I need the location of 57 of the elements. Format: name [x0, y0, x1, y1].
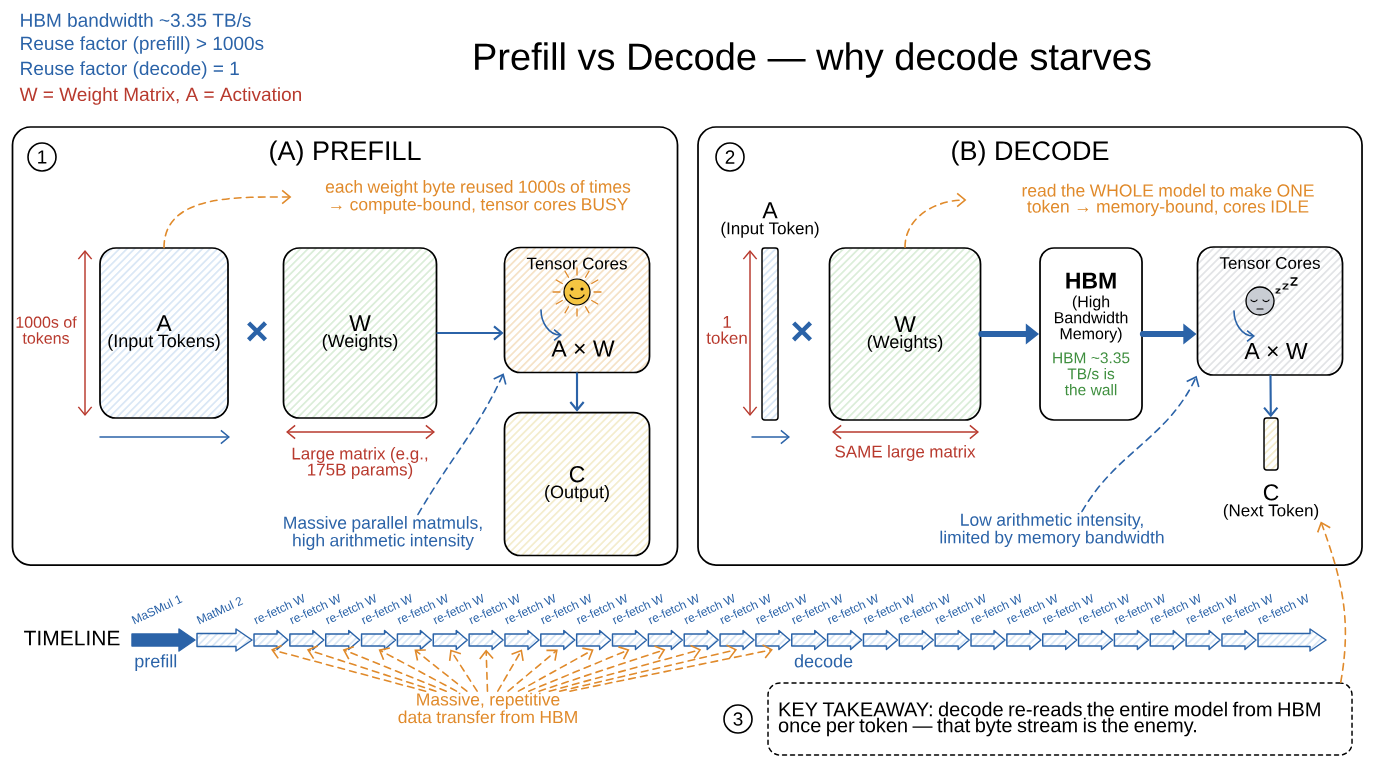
arrow — [1316, 521, 1347, 684]
matrix-box: W (Weights) — [828, 247, 982, 421]
arrow — [306, 645, 437, 692]
matrix-box: A (Input Tokens) — [99, 247, 229, 419]
arrow — [569, 644, 773, 692]
step-number: 1 — [27, 142, 57, 172]
node-label: Tensor Cores — [1219, 256, 1320, 270]
block-label: prefill — [135, 654, 177, 672]
arrow — [378, 647, 458, 692]
note-text: HBM bandwidth ~3.35 TB/s — [21, 13, 251, 27]
arrow — [436, 325, 504, 341]
title: Prefill vs Decode — why decode starves — [475, 42, 1151, 78]
annotation: read the WHOLE model to make ONE token → memory-bound, cores IDLE — [1022, 183, 1314, 217]
node-label: Tensor Cores — [526, 257, 627, 270]
tensor-core-box: Tensor Cores A × W — [1196, 246, 1344, 376]
arrow — [507, 649, 558, 692]
note-text: Reuse factor (prefill) > 1000s — [21, 36, 264, 54]
annotation: Massive parallel matmuls, high arithmetic intensity — [284, 516, 482, 550]
step-number: 2 — [715, 142, 745, 172]
arrow — [517, 647, 594, 692]
annotation: each weight byte reused 1000s of times → compute-bound, tensor cores BUSY — [325, 180, 631, 214]
node-label: A × W — [1244, 343, 1308, 359]
note-text: W = Weight Matrix, A = Activation — [19, 87, 301, 105]
note-text: Reuse factor (decode) = 1 — [21, 61, 239, 79]
arrow — [548, 644, 702, 692]
vector-label: C (Next Token) — [1223, 484, 1319, 520]
arrow — [478, 649, 494, 692]
arrow — [1263, 374, 1279, 418]
multiply-sign: × — [792, 321, 812, 342]
arrow — [414, 649, 468, 692]
block-label: decode — [794, 654, 853, 668]
dimension-label: Large matrix (e.g., 175B params) — [292, 447, 428, 479]
memory-box: HBM (High Bandwidth Memory) HBM ~3.35 TB/s is the wall — [1039, 247, 1143, 421]
arrow — [1081, 375, 1200, 513]
arrow — [496, 649, 524, 692]
takeaway-box: KEY TAKEAWAY: decode re-reads the entire model from HBM once per token — that byte stream is the enemy. — [767, 682, 1353, 756]
arrow — [569, 372, 585, 412]
step-number: 3 — [723, 704, 753, 734]
arrow — [417, 373, 507, 516]
annotation: Low arithmetic intensity, limited by memory bandwidth — [940, 513, 1164, 547]
matrix-box: C (Output) — [503, 411, 651, 557]
arrow — [448, 649, 478, 692]
arrow — [271, 644, 427, 692]
tensor-core-box: Tensor Cores A × W — [503, 246, 651, 374]
arrow — [163, 189, 292, 249]
arrow — [538, 645, 666, 692]
annotation: Massive, repetitive data transfer from HBM — [398, 692, 577, 724]
arrow — [342, 646, 447, 692]
node-label: A × W — [551, 340, 615, 357]
dimension-label: 1000s of tokens — [16, 316, 77, 344]
arrow — [527, 646, 630, 692]
matrix-box: W (Weights) — [282, 247, 438, 419]
arrow — [904, 192, 967, 248]
dimension-label: SAME large matrix — [835, 445, 976, 461]
arrow — [558, 644, 738, 692]
vector-label: A (Input Token) — [721, 202, 819, 238]
multiply-sign: × — [247, 321, 267, 342]
